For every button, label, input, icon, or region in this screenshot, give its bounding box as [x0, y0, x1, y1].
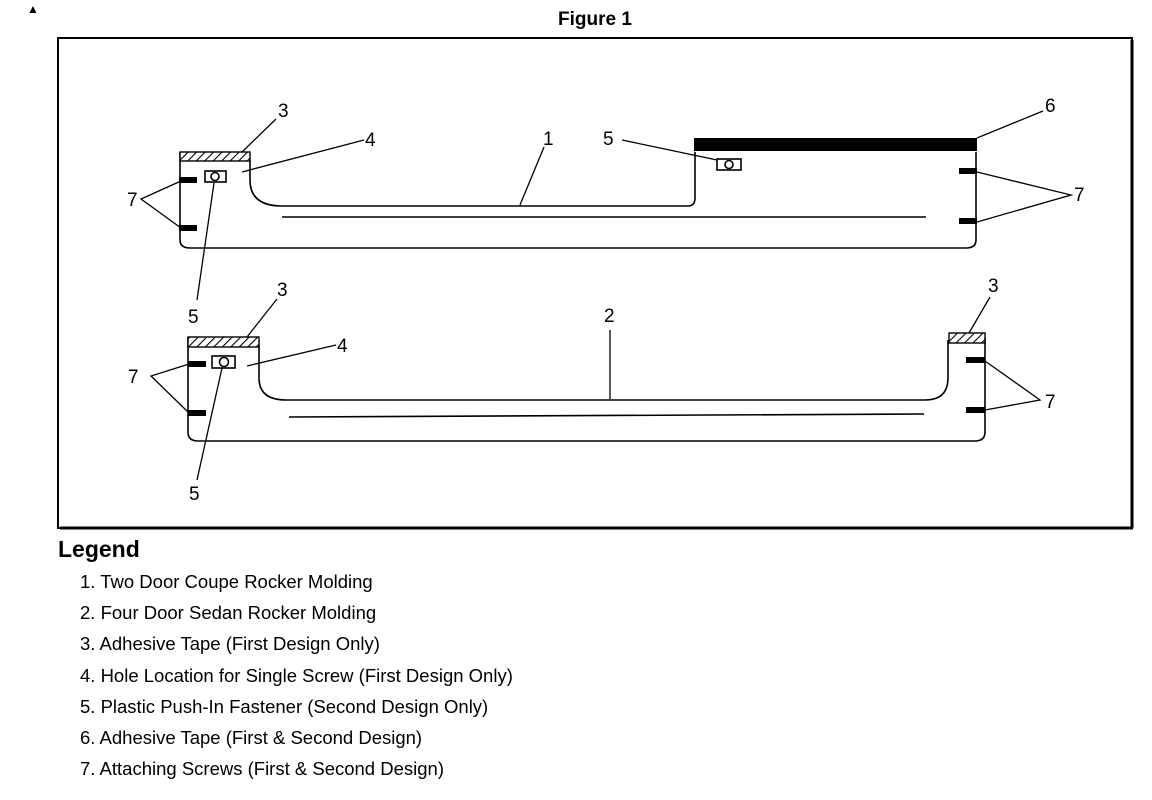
legend-item: 4. Hole Location for Single Screw (First…	[80, 664, 513, 686]
attaching-screws	[188, 357, 985, 416]
top-leader-lines	[139, 110, 1074, 301]
legend-item: 5. Plastic Push-In Fastener (Second Desi…	[80, 695, 489, 717]
coupe-rocker-molding	[179, 152, 977, 249]
callout-7: 7	[1074, 185, 1085, 206]
legend-item: 6. Adhesive Tape (First & Second Design)	[80, 726, 423, 748]
adhesive-tape-first-second-design	[694, 138, 977, 151]
callout-5: 5	[189, 484, 200, 505]
legend-list: 1. Two Door Coupe Rocker Molding 2. Four…	[80, 568, 513, 786]
callout-3: 3	[988, 276, 999, 297]
corner-mark: ▲	[27, 2, 39, 16]
callout-6: 6	[1045, 96, 1056, 117]
attaching-screws	[179, 168, 977, 231]
callout-7: 7	[127, 190, 138, 211]
adhesive-tape-first-design	[948, 332, 986, 344]
legend-title: Legend	[58, 536, 140, 562]
bottom-leader-lines	[149, 296, 1042, 481]
figure-frame	[57, 37, 1133, 529]
callout-1: 1	[543, 129, 554, 150]
callout-5: 5	[188, 307, 199, 328]
legend-item: 1. Two Door Coupe Rocker Molding	[80, 571, 373, 592]
figure-title: Figure 1	[558, 9, 632, 30]
sedan-rocker-molding	[187, 337, 986, 442]
adhesive-tape-first-design	[179, 151, 251, 162]
adhesive-tape-first-design	[187, 336, 260, 348]
callout-2: 2	[604, 306, 615, 327]
legend-item: 3. Adhesive Tape (First Design Only)	[80, 633, 380, 655]
push-in-fastener	[211, 355, 236, 369]
push-in-fastener	[716, 158, 742, 171]
push-in-fastener	[204, 170, 227, 183]
legend-item: 2. Four Door Sedan Rocker Molding	[80, 602, 377, 624]
callout-7: 7	[128, 367, 139, 388]
callout-5: 5	[603, 129, 614, 150]
callout-4: 4	[365, 130, 376, 151]
callout-3: 3	[277, 280, 288, 301]
callout-3: 3	[278, 101, 289, 122]
callout-7: 7	[1045, 392, 1056, 413]
rocker-molding-diagram: 3 4 1 5 6 7 7 5 3 4 2 3 7 7 5	[57, 37, 1134, 530]
legend-item: 7. Attaching Screws (First & Second Desi…	[80, 758, 444, 780]
callout-4: 4	[337, 336, 348, 357]
